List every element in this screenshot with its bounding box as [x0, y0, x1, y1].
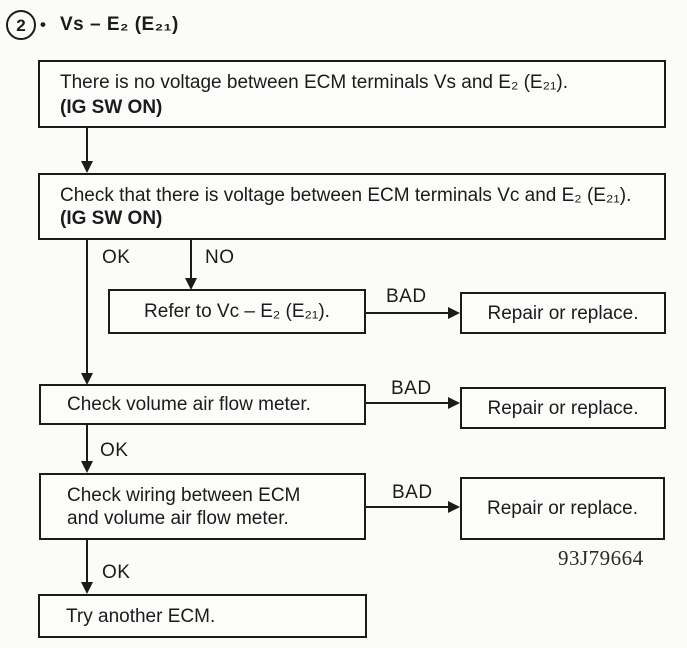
branch-label-ok-3: OK [102, 562, 131, 583]
symptom-text: There is no voltage between ECM terminal… [60, 72, 568, 93]
flow-box-check-voltage: Check that there is voltage between ECM … [38, 173, 666, 240]
arrow-down-icon [81, 373, 93, 385]
repair-text-1: Repair or replace. [487, 302, 639, 324]
flow-box-repair-3: Repair or replace. [460, 477, 665, 540]
branch-label-bad-2: BAD [391, 378, 432, 399]
connector-no-branch [190, 240, 192, 282]
connector-bad-meter-to-repair [366, 402, 450, 404]
branch-label-bad-1: BAD [386, 286, 427, 307]
section-title: Vs – E₂ (E₂₁) [59, 14, 179, 35]
branch-label-bad-3: BAD [392, 482, 433, 503]
arrow-down-icon [81, 161, 93, 173]
arrow-down-icon [81, 582, 93, 594]
try-ecm-text: Try another ECM. [66, 605, 216, 627]
flow-box-symptom: There is no voltage between ECM terminal… [38, 60, 666, 128]
repair-text-3: Repair or replace. [486, 498, 639, 519]
connector-bad-refer-to-repair [364, 312, 450, 314]
refer-text: Refer to Vc – E₂ (E₂₁). [144, 301, 330, 322]
symptom-condition-note: (IG SW ON) [60, 97, 163, 118]
bullet-icon: • [40, 15, 46, 34]
arrow-down-icon [185, 278, 197, 290]
check-wiring-line1: Check wiring between ECM [67, 484, 301, 506]
flow-box-repair-1: Repair or replace. [460, 292, 666, 334]
flow-box-repair-2: Repair or replace. [460, 387, 666, 429]
branch-label-no: NO [205, 247, 235, 268]
branch-label-ok-2: OK [100, 440, 129, 461]
circled-number-2: 2 [6, 10, 36, 40]
arrow-right-icon [448, 307, 460, 319]
flow-box-refer: Refer to Vc – E₂ (E₂₁). [108, 289, 366, 334]
branch-label-ok-1: OK [102, 247, 131, 268]
repair-text-2: Repair or replace. [487, 397, 639, 419]
check-meter-text: Check volume air flow meter. [67, 394, 311, 415]
arrow-down-icon [81, 461, 93, 473]
arrow-right-icon [448, 397, 460, 409]
connector-symptom-to-check [86, 128, 88, 168]
connector-bad-wiring-to-repair [366, 506, 450, 508]
check-wiring-line2: and volume air flow meter. [67, 507, 289, 529]
connector-ok-to-wiring [86, 425, 88, 466]
flow-box-try-ecm: Try another ECM. [38, 594, 367, 638]
connector-ok-to-try-ecm [86, 540, 88, 587]
section-header: 2 • Vs – E₂ (E₂₁) [6, 9, 179, 41]
flow-box-check-wiring: Check wiring between ECM and volume air … [39, 473, 366, 540]
arrow-right-icon [448, 501, 460, 513]
flow-box-check-meter: Check volume air flow meter. [39, 384, 366, 425]
check-voltage-condition-note: (IG SW ON) [60, 208, 163, 229]
document-code: 93J79664 [558, 546, 644, 570]
connector-ok-main-line [86, 240, 88, 377]
check-voltage-text: Check that there is voltage between ECM … [60, 185, 632, 206]
